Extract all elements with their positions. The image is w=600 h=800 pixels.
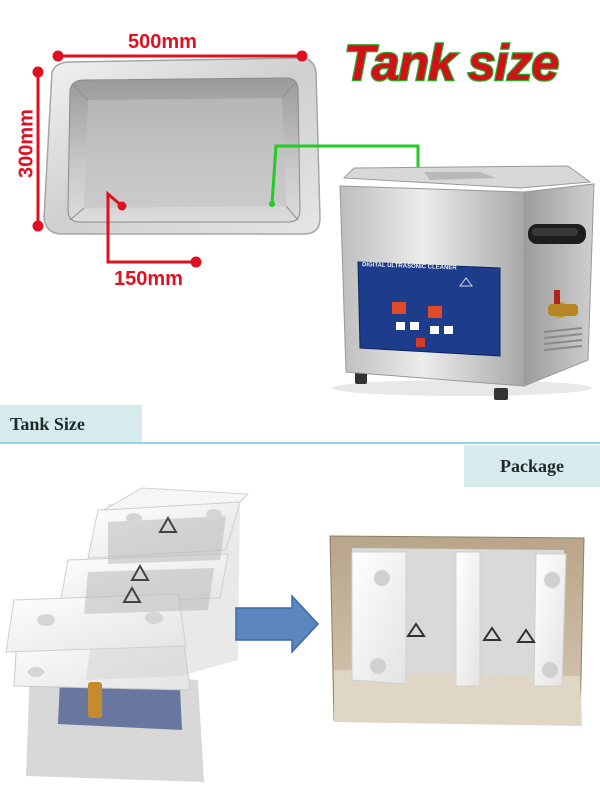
package-photos	[5, 487, 585, 782]
dim-length-label: 500mm	[128, 31, 197, 53]
dim-depth-label: 150mm	[114, 268, 183, 290]
tank-size-title-text: Tank size	[344, 35, 558, 91]
tank-size-banner: Tank Size	[0, 405, 142, 443]
dimension-lines	[32, 50, 308, 268]
sink-photo	[32, 50, 595, 400]
pointer-line	[270, 144, 420, 205]
foam-packing-photo	[5, 487, 250, 782]
tank-size-title: Tank size	[343, 34, 561, 93]
dim-width-label: 300mm	[15, 109, 38, 178]
ultrasonic-cleaner-photo	[332, 165, 595, 400]
panel-controls	[392, 277, 473, 347]
right-arrow-icon	[235, 594, 320, 654]
package-banner: Package	[464, 445, 600, 487]
section-divider	[0, 442, 600, 444]
box-packing-photo	[329, 535, 585, 726]
